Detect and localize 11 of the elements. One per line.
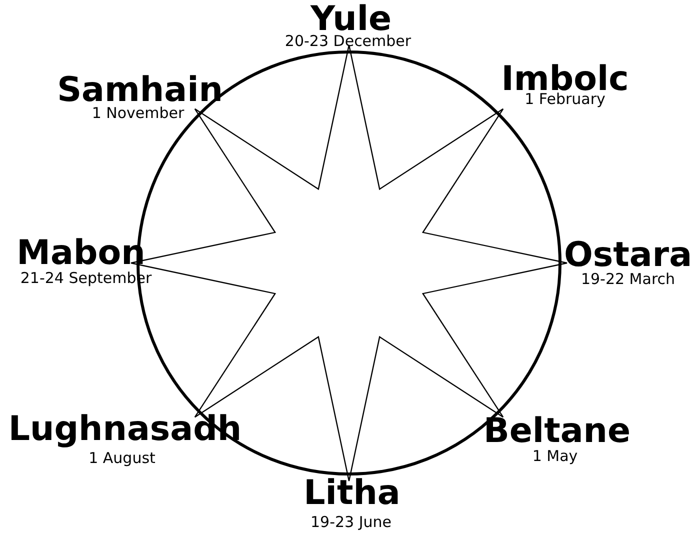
festival-name: Beltane bbox=[483, 414, 631, 448]
festival-date: 1 August bbox=[88, 451, 156, 466]
festival-date: 19-23 June bbox=[310, 515, 392, 530]
festival-name: Samhain bbox=[57, 73, 223, 107]
festival-date: 19-22 March bbox=[580, 272, 676, 287]
festival-date: 20-23 December bbox=[284, 34, 412, 49]
festival-date: 1 November bbox=[92, 106, 184, 121]
festival-name: Yule bbox=[310, 2, 392, 36]
festival-name: Litha bbox=[304, 476, 400, 510]
festival-date: 1 May bbox=[532, 449, 578, 464]
festival-name: Ostara bbox=[564, 238, 692, 272]
